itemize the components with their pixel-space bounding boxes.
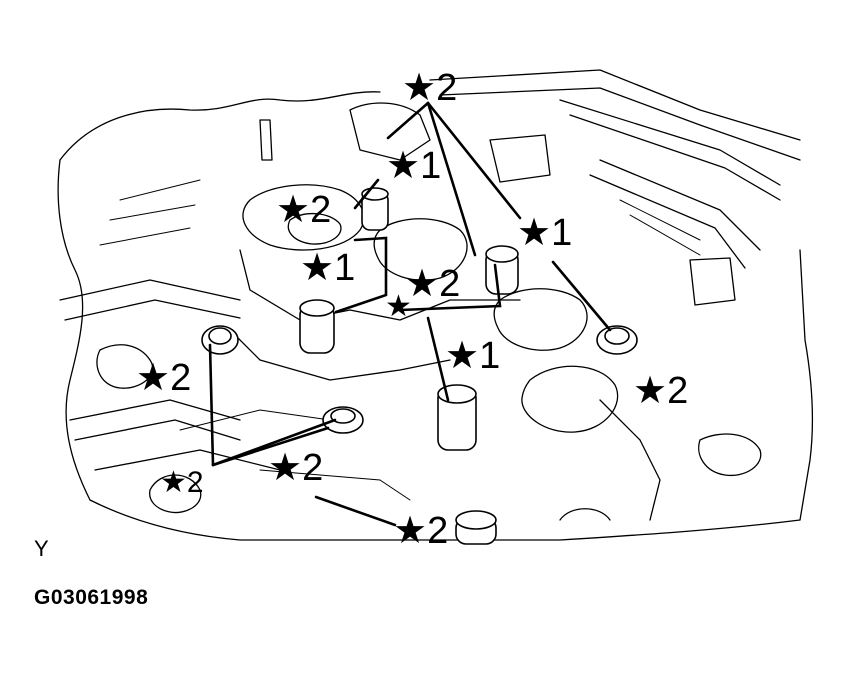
figure-id: G03061998 — [34, 586, 149, 609]
callout-label: ★2 — [160, 466, 204, 499]
bolt-stud — [361, 187, 389, 231]
callout-label: ★1 — [386, 145, 441, 187]
callout-label: ★2 — [136, 357, 191, 399]
bolt-stud — [299, 299, 335, 354]
callout-label: ★2 — [405, 263, 460, 305]
callout-label: ★ — [385, 290, 412, 323]
callout-label: ★1 — [445, 335, 500, 377]
bolt-head — [201, 325, 239, 355]
callout-label: ★2 — [268, 447, 323, 489]
callout-label: ★2 — [402, 67, 457, 109]
bolt-head — [455, 510, 497, 545]
callout-label: ★2 — [393, 510, 448, 552]
leader-lines — [208, 101, 612, 527]
bolt-stud — [437, 384, 477, 451]
callout-label: ★2 — [633, 370, 688, 412]
bolt-head — [322, 406, 364, 434]
callouts: ★2 ★1 ★2 ★1 ★1 ★2 ★ ★1 ★2 ★2 ★2 ★2 ★2 — [136, 67, 688, 552]
callout-label: ★1 — [300, 247, 355, 289]
bolt-stud — [485, 245, 519, 295]
callout-label: ★1 — [517, 212, 572, 254]
callout-label: ★2 — [276, 189, 331, 231]
bolt-head — [596, 325, 638, 355]
view-mark: Y — [34, 536, 49, 561]
